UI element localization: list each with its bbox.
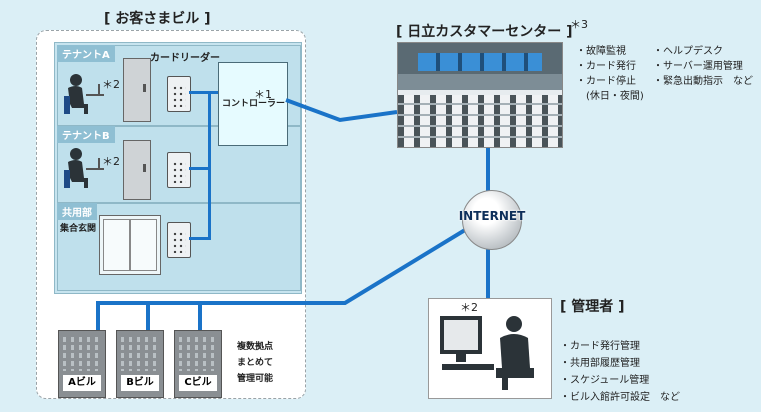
building-b: Bビル: [116, 330, 164, 398]
internet-label: INTERNET: [458, 209, 526, 223]
entrance-label: 集合玄関: [60, 224, 97, 234]
admin-items: ・カード発行管理 ・共用部履歴管理 ・スケジュール管理 ・ビル入館許可設定 など: [560, 341, 680, 403]
building-b-label: Bビル: [121, 375, 159, 391]
controller-mark: ＊1: [254, 88, 272, 101]
tenant-a-card-reader-icon: [167, 76, 191, 112]
common-area-label: 共用部: [57, 203, 97, 220]
customer-title: [ お客さまビル ]: [104, 11, 211, 27]
controller-label: コントローラー: [222, 99, 286, 109]
building-a-label: Aビル: [63, 375, 101, 391]
admin-title: [ 管理者 ]: [560, 299, 625, 315]
tenant-a-door: [123, 58, 151, 122]
controller-wire: [208, 91, 218, 94]
internet-globe-icon: [462, 190, 522, 250]
admin-pc-icon: [440, 316, 534, 390]
center-title-mark: ＊3: [570, 18, 588, 31]
tenant-a-mark: ＊2: [102, 78, 120, 91]
card-reader-label: カードリーダー: [150, 53, 220, 64]
tenant-b-door: [123, 140, 151, 200]
tenant-b-label: テナントB: [57, 126, 115, 143]
reader-wire: [189, 237, 209, 240]
multi-site-note: 複数拠点 まとめて 管理可能: [237, 342, 274, 384]
person-laptop-icon: [64, 74, 104, 114]
building-a: Aビル: [58, 330, 106, 398]
entrance-card-reader-icon: [167, 222, 191, 258]
controller-box: [218, 62, 288, 146]
reader-wire: [189, 167, 209, 170]
center-services-left: ・故障監視 ・カード発行 ・カード停止 (休日・夜間): [576, 46, 644, 102]
building-c-label: Cビル: [179, 375, 217, 391]
reader-wire: [189, 91, 209, 94]
center-services-right: ・ヘルプデスク ・サーバー運用管理 ・緊急出動指示 など: [653, 46, 753, 87]
person-laptop-icon: [64, 148, 104, 188]
tenant-b-card-reader-icon: [167, 152, 191, 188]
reader-wire-trunk: [208, 91, 211, 240]
tenant-a-label: テナントA: [57, 45, 115, 62]
center-title: [ 日立カスタマーセンター ]: [396, 24, 573, 40]
tenant-b-mark: ＊2: [102, 155, 120, 168]
customer-center-photo: [397, 42, 563, 148]
entrance-door: [99, 215, 161, 275]
building-c: Cビル: [174, 330, 222, 398]
admin-mark: ＊2: [460, 301, 478, 314]
